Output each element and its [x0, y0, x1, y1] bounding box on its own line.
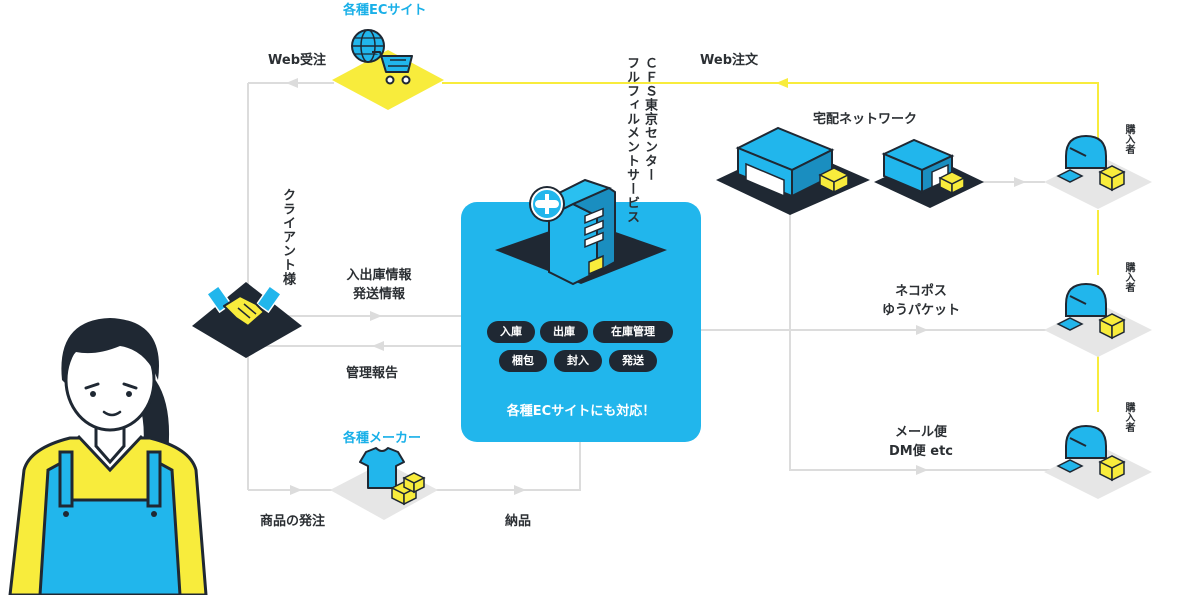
buyer-label: 購入者 [1123, 402, 1134, 432]
building-icon [495, 178, 667, 286]
service-pill: 出庫 [540, 321, 588, 343]
nekopos-line2: ゆうパケット [881, 303, 960, 318]
web-order-line [442, 82, 1099, 412]
arrow-icon [776, 78, 788, 88]
product-order-label: 商品の発注 [260, 514, 326, 529]
shopping-cart-icon [372, 51, 413, 85]
web-order-label: Web注文 [700, 53, 758, 68]
service-pill: 在庫管理 [593, 321, 673, 343]
warehouse-icon [735, 126, 850, 198]
service-pill: 梱包 [499, 350, 547, 372]
delivery-label: 納品 [505, 514, 532, 529]
info-flow-line1: 入出庫情報 [346, 268, 412, 283]
mail-line1: メール便 [894, 425, 947, 440]
nekopos-label: ネコポス ゆうパケット [866, 280, 976, 318]
buyer-node [1044, 134, 1152, 209]
mailbox-icon [1056, 282, 1126, 340]
buyer-label: 購入者 [1123, 262, 1134, 292]
buyer-node [1044, 282, 1152, 357]
mailbox-icon [1056, 424, 1126, 482]
service-pill: 発送 [609, 350, 657, 372]
client-person-illustration [8, 318, 208, 595]
service-pill: 封入 [554, 350, 602, 372]
delivery-network-label: 宅配ネットワーク [813, 112, 918, 127]
info-flow-label: 入出庫情報 発送情報 [334, 264, 424, 302]
delivery-network-node [716, 126, 984, 215]
mail-line2: DM便 etc [889, 444, 953, 459]
warehouse-icon [881, 138, 966, 195]
buyer-label: 購入者 [1123, 124, 1134, 154]
ec-site-node [332, 29, 444, 110]
cfs-fulfillment-title: フルフィルメントサービス [624, 56, 639, 224]
web-order-in-label: Web受注 [268, 53, 326, 68]
maker-title: 各種メーカー [343, 431, 422, 446]
client-node [192, 282, 302, 358]
ec-sites-title: 各種ECサイト [343, 3, 427, 18]
arrow-icon [286, 78, 1026, 495]
client-label: クライアント様 [280, 188, 295, 286]
cardboard-box-icon [390, 472, 426, 506]
globe-icon [351, 29, 385, 63]
cfs-center-title: ＣＦＳ東京センター [642, 56, 657, 182]
info-flow-line2: 発送情報 [352, 287, 405, 302]
service-pill: 入庫 [487, 321, 535, 343]
nekopos-line1: ネコポス [895, 284, 947, 299]
tshirt-icon [359, 447, 405, 489]
report-label: 管理報告 [346, 366, 399, 381]
buyer-node [1044, 424, 1152, 499]
cfs-center-box: 入庫 出庫 在庫管理 梱包 封入 発送 各種ECサイトにも対応！ [461, 178, 701, 442]
maker-node [330, 447, 438, 520]
handshake-icon [205, 284, 283, 327]
mailbox-icon [1056, 134, 1126, 192]
center-caption: 各種ECサイトにも対応！ [506, 404, 656, 419]
mail-label: メール便 DM便 etc [866, 421, 976, 459]
